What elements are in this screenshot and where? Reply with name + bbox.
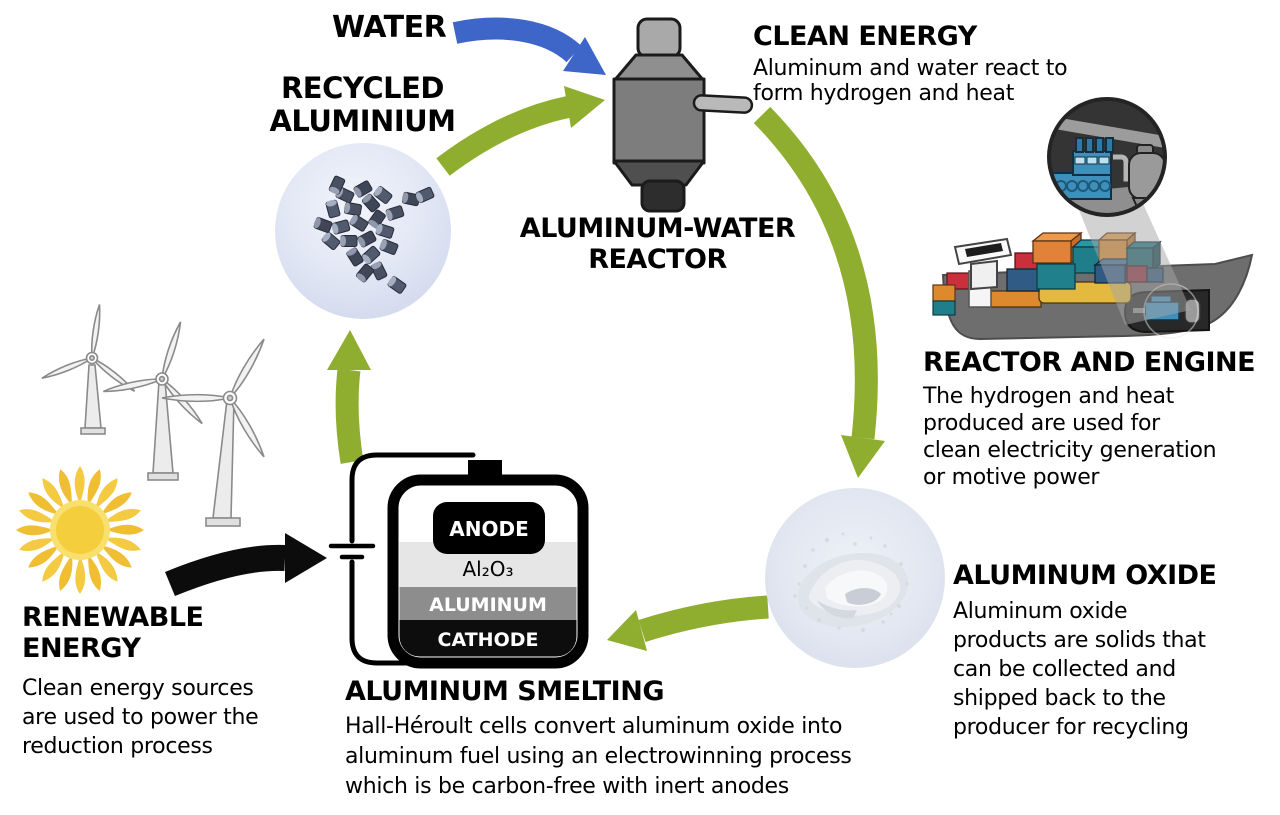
container-orange-small (932, 284, 956, 302)
recycled-to-reactor-arrow (436, 86, 605, 176)
recycled-line1: RECYCLED (280, 71, 445, 105)
clean-energy-text: form hydrogen and heat (753, 81, 1015, 106)
arrowhead (564, 86, 605, 128)
anode-block (433, 502, 545, 554)
renewable-energy-text: reduction process (22, 734, 213, 759)
recycled-aluminium-photo (275, 143, 451, 319)
aluminum-oxide-text: products are solids that (953, 628, 1206, 653)
aluminum-oxide-text: producer for recycling (953, 715, 1189, 740)
container-teal2 (1036, 263, 1076, 290)
aluminum-oxide-text: shipped back to the (953, 686, 1166, 711)
aluminum-oxide-photo (765, 488, 945, 668)
aluminum-oxide-section: ALUMINUM OXIDE Aluminum oxide products a… (953, 560, 1217, 742)
aluminum-water-reactor-illustration (612, 17, 754, 213)
engine-zoom-circle (1047, 97, 1167, 217)
reactor-engine-section: REACTOR AND ENGINE The hydrogen and heat… (923, 347, 1256, 491)
reactor-line2: REACTOR (588, 244, 727, 275)
aluminum-smelting-title: ALUMINUM SMELTING (345, 676, 664, 707)
reactor-foot (640, 179, 686, 213)
arrow-shaft (753, 106, 878, 440)
renewable-energy-title2: ENERGY (22, 633, 141, 664)
smelting-cell-illustration: ANODE Al₂O₃ ALUMINUM CATHODE (328, 452, 589, 669)
reactor-label: ALUMINUM-WATER REACTOR (500, 213, 815, 275)
reactor-engine-text: produced are used for (923, 411, 1160, 436)
recycled-aluminium-label: RECYCLED ALUMINIUM (255, 72, 470, 138)
aluminum-pellets-illustration (313, 175, 435, 294)
clean-energy-title: CLEAN ENERGY (753, 21, 977, 52)
arrow-shaft (165, 544, 286, 597)
aluminum-smelting-text: aluminum fuel using an electrowinning pr… (345, 744, 852, 769)
sun-icon (16, 466, 144, 594)
engine-room-ceiling (1051, 115, 1163, 149)
reactor-cap (636, 17, 682, 59)
reactor-engine-title: REACTOR AND ENGINE (923, 347, 1256, 378)
aluminum-oxide-text: Aluminum oxide (953, 599, 1128, 624)
battery-symbol (328, 543, 376, 560)
engine-illustration (1052, 137, 1114, 200)
renewable-energy-text: are used to power the (22, 705, 259, 730)
reactor-engine-text: The hydrogen and heat (923, 384, 1174, 409)
arrowhead (285, 533, 327, 583)
renewable-energy-title1: RENEWABLE (22, 602, 204, 633)
reactor-engine-text: clean electricity generation (923, 438, 1217, 463)
arrowhead (327, 330, 371, 370)
reactor-to-oxide-arrow (753, 106, 885, 478)
renewable-energy-text: Clean energy sources (22, 676, 254, 701)
recycled-line2: ALUMINIUM (269, 104, 456, 138)
water-arrow (452, 17, 606, 75)
arrow-shaft (436, 96, 571, 176)
water-label: WATER (332, 10, 447, 45)
zoom-cone (1077, 199, 1191, 325)
wind-turbine (102, 321, 203, 481)
renewables-to-smelting-arrow (165, 533, 327, 597)
arrowhead (841, 435, 885, 478)
arrowhead (607, 610, 647, 651)
circuit-wire (349, 452, 486, 666)
oxide-to-smelting-arrow (607, 595, 769, 651)
cathode-layer (399, 620, 577, 657)
clean-energy-section: CLEAN ENERGY Aluminum and water react to… (753, 21, 1068, 106)
anode-label: ANODE (449, 517, 528, 541)
reactor-line1: ALUMINUM-WATER (519, 213, 796, 244)
aluminum-smelting-text: which is be carbon-free with inert anode… (345, 774, 789, 799)
aluminum-oxide-text: can be collected and (953, 657, 1176, 682)
reactor-lower (612, 159, 706, 187)
aluminum-smelting-text: Hall-Héroult cells convert aluminum oxid… (345, 714, 843, 739)
ship-bridge-windows (965, 243, 1003, 257)
cathode-label: CATHODE (438, 629, 539, 651)
arrow-shaft (335, 368, 364, 464)
aluminum-layer (399, 587, 577, 620)
oxide-powder-illustration (793, 532, 909, 632)
arrow-shaft (638, 595, 769, 642)
reactor-spout (692, 94, 754, 114)
reactor-engine-text: or motive power (923, 465, 1100, 490)
water-arrow-shaft (452, 17, 582, 63)
water-arrowhead (563, 37, 606, 75)
aluminum-smelting-section: ALUMINUM SMELTING Hall-Héroult cells con… (345, 676, 852, 802)
wind-turbine (41, 304, 136, 435)
ship-bridge-tower (970, 259, 998, 291)
wind-turbine (161, 338, 265, 527)
renewable-energy-section: RENEWABLE ENERGY Clean energy sources ar… (22, 602, 259, 761)
container-ship-illustration (932, 97, 1254, 341)
container-teal-small (932, 300, 956, 316)
engine-pipe (1113, 154, 1131, 182)
container-blue (1006, 268, 1040, 292)
aluminum-label: ALUMINUM (429, 594, 547, 616)
aluminum-oxide-title: ALUMINUM OXIDE (953, 560, 1217, 591)
clean-energy-text: Aluminum and water react to (753, 56, 1068, 81)
reactor-shoulder (612, 53, 706, 83)
smelting-to-recycled-arrow (327, 330, 371, 464)
alumina-label: Al₂O₃ (462, 557, 513, 581)
reactor-body (612, 77, 706, 165)
wind-turbines-illustration (41, 304, 265, 527)
